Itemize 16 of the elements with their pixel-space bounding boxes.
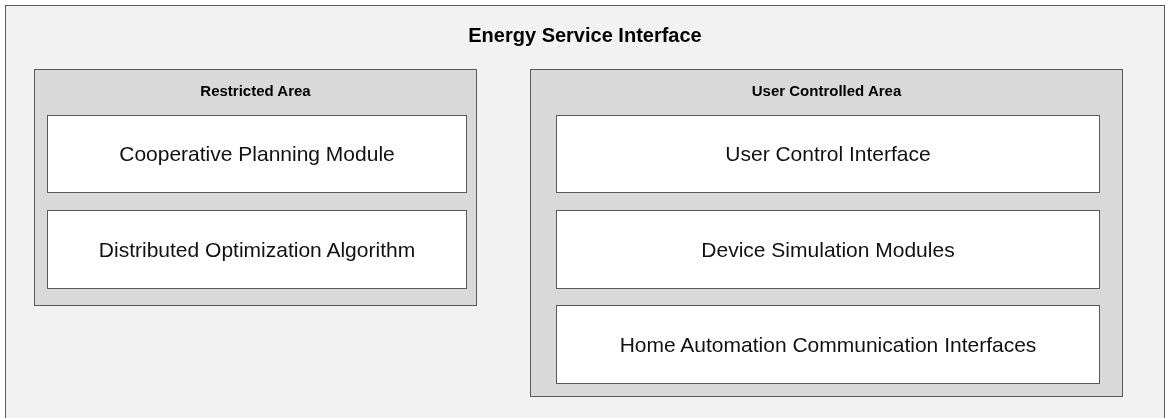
area-panel (34, 69, 477, 306)
module-box (47, 115, 467, 193)
panel-heading: Energy Service Interface (467, 24, 703, 47)
module-label: User Control Interface (725, 142, 931, 166)
area-panel (530, 69, 1123, 397)
outer-container (5, 5, 1165, 418)
module-label: Device Simulation Modules (701, 237, 955, 262)
module-label: Cooperative Planning Module (119, 142, 395, 166)
module-box (556, 210, 1100, 289)
panel-heading: User Controlled Area (750, 82, 903, 99)
module-box (47, 210, 467, 289)
module-label: Distributed Optimization Algorithm (98, 237, 416, 262)
module-box (556, 305, 1100, 384)
module-label: Home Automation Communication Interfaces (619, 332, 1037, 357)
module-box (556, 115, 1100, 193)
panel-heading: Restricted Area (199, 82, 312, 99)
